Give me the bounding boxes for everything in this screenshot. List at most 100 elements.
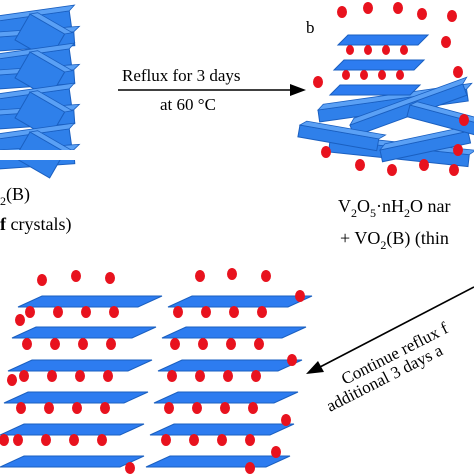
interlayer-ion	[447, 10, 457, 22]
interlayer-ion	[15, 314, 25, 326]
rc2-sub: 2	[380, 238, 386, 252]
interlayer-ion	[7, 374, 17, 386]
rod-top	[28, 12, 74, 35]
nanosheet	[0, 455, 145, 468]
interlayer-ion	[271, 446, 281, 458]
interlayer-ion	[81, 306, 91, 318]
interlayer-ion	[100, 402, 110, 414]
interlayer-ion	[449, 164, 459, 176]
interlayer-ion	[387, 164, 397, 176]
interlayer-ion	[223, 370, 233, 382]
left-caption-tail: (B)	[6, 184, 30, 205]
interlayer-ion	[287, 354, 297, 366]
interlayer-ion	[71, 270, 81, 282]
vo2b-crystal-stack	[0, 4, 110, 179]
nanosheet	[328, 84, 422, 96]
interlayer-ion	[170, 338, 180, 350]
interlayer-ion	[72, 402, 82, 414]
interlayer-ion	[105, 272, 115, 284]
rc-v: V	[338, 196, 351, 216]
interlayer-ion	[103, 370, 113, 382]
nanosheet	[7, 359, 153, 372]
interlayer-ion	[37, 274, 47, 286]
interlayer-ion	[106, 338, 116, 350]
interlayer-ion	[41, 434, 51, 446]
interlayer-ion	[257, 306, 267, 318]
interlayer-ion	[13, 434, 23, 446]
interlayer-ion	[441, 36, 451, 48]
nanosheet	[145, 455, 291, 468]
nanosheet	[161, 326, 307, 339]
reflux-arrow-2	[306, 286, 474, 374]
interlayer-ion	[164, 402, 174, 414]
interlayer-ion	[261, 270, 271, 282]
interlayer-ion	[161, 434, 171, 446]
interlayer-ion	[378, 70, 386, 80]
interlayer-ion	[337, 6, 347, 18]
nanosheet	[332, 59, 426, 71]
interlayer-ion	[419, 159, 429, 171]
interlayer-ion	[47, 370, 57, 382]
nanosheet	[0, 423, 145, 436]
rc2-tail: (B) (thin	[386, 228, 449, 249]
interlayer-ion	[417, 8, 427, 20]
nanosheet	[153, 391, 299, 404]
interlayer-ion	[382, 45, 390, 55]
interlayer-ion	[346, 45, 354, 55]
interlayer-ion	[364, 45, 372, 55]
interlayer-ion	[44, 402, 54, 414]
rod-top	[349, 76, 468, 126]
interlayer-ion	[195, 370, 205, 382]
rod-top	[28, 90, 74, 113]
rc2-prefix: + VO	[340, 228, 380, 248]
interlayer-ion	[53, 306, 63, 318]
interlayer-ion	[360, 70, 368, 80]
interlayer-ion	[226, 338, 236, 350]
step1-label-line2: at 60 °C	[160, 95, 216, 114]
left-caption-line1: 2(B)	[0, 184, 30, 208]
right-caption-line2: + VO2(B) (thin	[340, 228, 449, 252]
interlayer-ion	[453, 66, 463, 78]
arrow-2-shaft	[319, 286, 474, 368]
interlayer-ion	[229, 306, 239, 318]
nanosheet	[11, 326, 157, 339]
rc-o: O	[357, 196, 370, 216]
nanosheet	[3, 391, 149, 404]
interlayer-ion	[254, 338, 264, 350]
interlayer-ion	[78, 338, 88, 350]
interlayer-ion	[189, 434, 199, 446]
left-caption-bold: f	[0, 214, 7, 234]
interlayer-ion	[453, 144, 463, 156]
interlayer-ion	[245, 462, 255, 474]
arrow-2-head	[306, 361, 324, 374]
interlayer-ion	[313, 76, 323, 88]
interlayer-ion	[217, 434, 227, 446]
rc-tail2: O nar	[410, 196, 450, 216]
interlayer-ion	[251, 370, 261, 382]
interlayer-ion	[198, 338, 208, 350]
interlayer-ion	[281, 414, 291, 426]
interlayer-ion	[321, 146, 331, 158]
interlayer-ion	[69, 434, 79, 446]
interlayer-ion	[227, 268, 237, 280]
interlayer-ion	[125, 462, 135, 474]
left-caption-line2: f crystals)	[0, 214, 71, 235]
left-caption-line2-tail: crystals)	[6, 214, 71, 235]
interlayer-ion	[173, 306, 183, 318]
nanosheet	[157, 359, 303, 372]
interlayer-ion	[75, 370, 85, 382]
interlayer-ion	[19, 370, 29, 382]
interlayer-ion	[220, 402, 230, 414]
reflux-arrow-1	[118, 84, 306, 96]
interlayer-ion	[109, 306, 119, 318]
interlayer-ion	[195, 270, 205, 282]
step1-label-line1: Reflux for 3 days	[122, 66, 241, 85]
rc-sub3: 2	[404, 206, 410, 220]
rc-sub2: 5	[370, 206, 376, 220]
rod-top	[28, 50, 74, 73]
nanosheet-crystal-mix	[297, 2, 474, 176]
rc-tail: ·nH	[376, 196, 404, 216]
crystal-rod	[297, 120, 387, 152]
layered-nanosheets-final	[0, 268, 313, 474]
